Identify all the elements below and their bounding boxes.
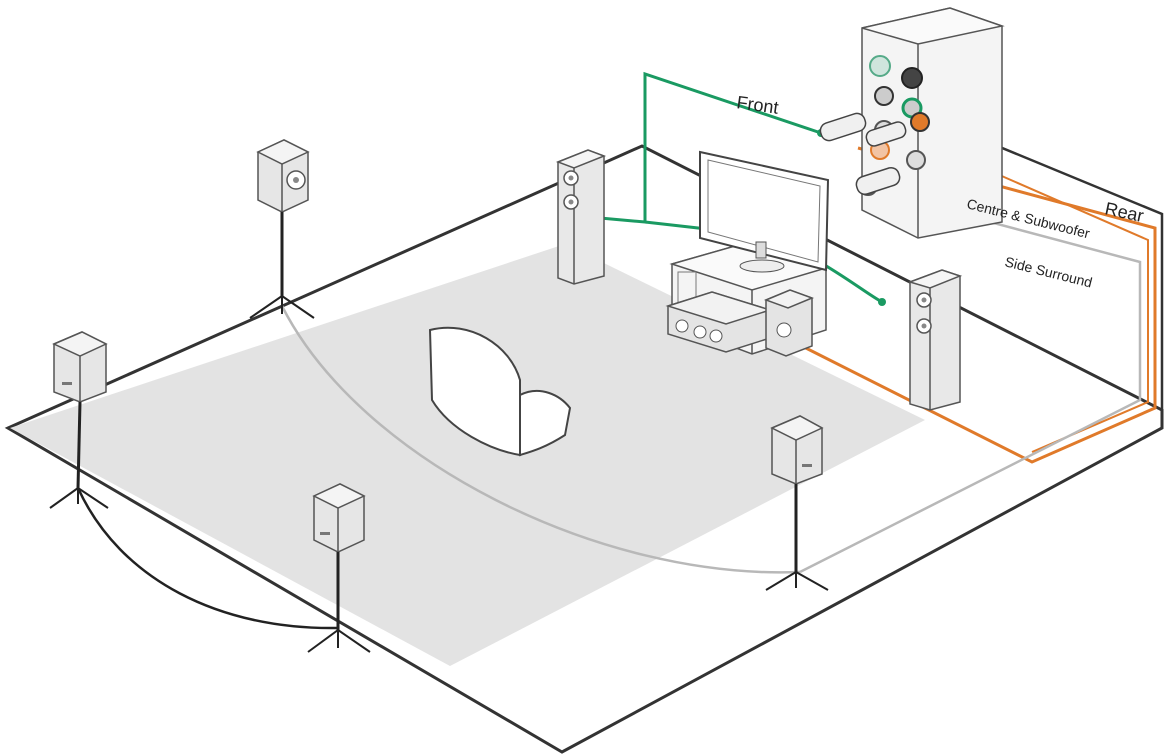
front-cable-dot: [878, 298, 886, 306]
label-rear: Rear: [1103, 198, 1145, 226]
front-cable: [599, 71, 819, 224]
carpet-area: [10, 244, 925, 666]
side-surround-cable-left: [280, 305, 801, 574]
side-surround-cable: [799, 188, 1142, 574]
receiver: [819, 7, 1005, 239]
centre-speaker: [665, 291, 773, 353]
label-front: Front: [735, 92, 779, 118]
front-left-speaker: [555, 149, 607, 285]
side-left-speaker: [249, 139, 315, 319]
tv: [699, 150, 830, 273]
label-side-surround: Side Surround: [1003, 253, 1094, 290]
centre-sub-cable: [777, 146, 1157, 464]
subwoofer: [763, 289, 815, 357]
rear-right-speaker: [307, 483, 371, 653]
side-right-speaker: [765, 415, 829, 591]
centre-sub-cable: [891, 127, 1149, 453]
sofa: [428, 326, 572, 457]
front-right-speaker: [907, 269, 963, 411]
rear-cable-left: [76, 487, 339, 630]
rear-left-speaker: [49, 331, 109, 509]
